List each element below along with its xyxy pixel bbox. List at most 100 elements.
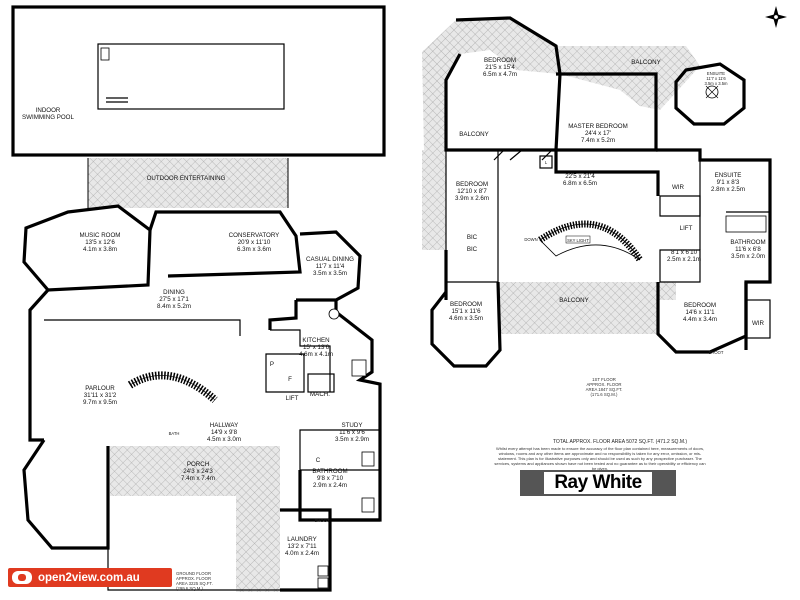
svg-text:24'4 x 17': 24'4 x 17' — [585, 130, 611, 137]
label-shoot-ground: SHOOT — [315, 518, 330, 523]
balcony-south — [498, 282, 658, 334]
svg-text:11'6 x 6'8: 11'6 x 6'8 — [735, 246, 761, 253]
svg-text:14'9 x 9'8: 14'9 x 9'8 — [211, 429, 238, 436]
label-landing-dims: 22'5 x 21'4 — [565, 173, 595, 180]
label-wir-2: WIR — [752, 320, 765, 327]
svg-text:24'3 x 24'3: 24'3 x 24'3 — [183, 468, 213, 475]
outdoor-entertaining-area — [88, 158, 288, 208]
label-hallway: HALLWAY — [210, 422, 238, 429]
svg-text:3.5m x 2.0m: 3.5m x 2.0m — [731, 253, 765, 260]
ground-floor-area-note: GROUND FLOOR APPROX. FLOOR AREA 3225 SQ.… — [176, 571, 213, 591]
svg-text:14'6 x 11'1: 14'6 x 11'1 — [685, 309, 715, 316]
label-c: C — [316, 457, 321, 464]
label-dining: DINING — [163, 289, 185, 296]
label-balcony-north: BALCONY — [631, 59, 661, 66]
balcony-nw — [422, 18, 560, 150]
svg-text:4.6m x 3.5m: 4.6m x 3.5m — [449, 315, 483, 322]
svg-text:4.4m x 3.4m: 4.4m x 3.4m — [683, 316, 717, 323]
label-bedroom-1: BEDROOM — [484, 57, 516, 64]
label-balcony-west: BALCONY — [459, 131, 489, 138]
disclaimer-text: Whilst every attempt has been made to en… — [494, 446, 706, 471]
svg-text:11'7 x 11'4: 11'7 x 11'4 — [316, 263, 345, 270]
balcony-north — [556, 46, 700, 110]
label-music-room: MUSIC ROOM — [80, 232, 121, 239]
svg-text:15' x 13'6: 15' x 13'6 — [303, 344, 330, 351]
label-f: F — [288, 376, 292, 383]
label-ensuite: ENSUITE — [715, 172, 742, 179]
label-bedroom-sw: BEDROOM — [450, 301, 482, 308]
label-p: P — [270, 361, 274, 368]
label-balcony-south: BALCONY — [559, 297, 589, 304]
label-skylight: SKY LIGHT — [567, 238, 589, 243]
label-wir-1: WIR — [672, 184, 685, 191]
svg-text:13'2 x 7'11: 13'2 x 7'11 — [287, 543, 317, 550]
ensuite-top-walls — [674, 62, 746, 126]
open2view-logo[interactable]: open2view.com.au — [8, 568, 172, 587]
svg-text:3.5m x 3.5m: 3.5m x 3.5m — [704, 81, 728, 86]
label-kitchen: KITCHEN — [302, 337, 329, 344]
label-l: L — [545, 160, 548, 165]
label-ensuite-top: ENSUITE — [707, 71, 725, 76]
label-casual-dining: CASUAL DINING — [306, 256, 354, 263]
label-mach: MACH. — [310, 391, 330, 398]
svg-text:7.4m x 5.2m: 7.4m x 5.2m — [581, 137, 615, 144]
label-bathroom-first: BATHROOM — [730, 239, 765, 246]
label-study: STUDY — [342, 422, 363, 429]
svg-text:6.5m x 4.7m: 6.5m x 4.7m — [483, 71, 517, 78]
label-bic-1: BIC — [467, 234, 478, 241]
label-pool-line1: INDOOR — [36, 107, 61, 114]
label-bathroom: BATHROOM — [312, 468, 347, 475]
svg-text:3.5m x 3.5m: 3.5m x 3.5m — [313, 270, 347, 277]
label-porch: PORCH — [187, 461, 209, 468]
label-pool-line2: SWIMMING POOL — [22, 114, 74, 121]
label-master-bedroom: MASTER BEDROOM — [568, 123, 627, 130]
porch-area — [110, 446, 280, 496]
open2view-url: open2view.com.au — [38, 571, 140, 584]
svg-text:13'5 x 12'6: 13'5 x 12'6 — [85, 239, 115, 246]
pool-building — [11, 5, 386, 157]
ray-white-logo: Ray White — [520, 470, 676, 496]
svg-text:31'11 x 31'2: 31'11 x 31'2 — [84, 392, 117, 399]
svg-text:12'10 x 8'7: 12'10 x 8'7 — [457, 188, 487, 195]
music-room-walls — [22, 204, 152, 292]
label-lift-dims: 8'1 x 6'10 — [671, 249, 698, 256]
svg-text:27'5 x 17'1: 27'5 x 17'1 — [159, 296, 189, 303]
svg-text:4.0m x 2.4m: 4.0m x 2.4m — [285, 550, 319, 557]
compass-rose-icon — [765, 6, 787, 28]
bedroom-sw-walls — [430, 281, 502, 368]
svg-text:15'1 x 11'6: 15'1 x 11'6 — [451, 308, 481, 315]
svg-text:2.9m x 2.4m: 2.9m x 2.4m — [313, 482, 347, 489]
bedroom-top-walls — [444, 16, 562, 152]
svg-text:4.1m x 3.8m: 4.1m x 3.8m — [83, 246, 117, 253]
svg-text:6.8m x 6.5m: 6.8m x 6.5m — [563, 180, 597, 187]
label-bic-2: BIC — [467, 246, 478, 253]
svg-text:3.5m x 2.9m: 3.5m x 2.9m — [335, 436, 369, 443]
svg-text:2.5m x 2.1m: 2.5m x 2.1m — [667, 256, 701, 263]
open2view-logo-icon — [12, 571, 32, 584]
svg-text:6.3m x 3.6m: 6.3m x 3.6m — [237, 246, 271, 253]
label-bedroom-2: BEDROOM — [456, 181, 488, 188]
svg-text:2.8m x 2.5m: 2.8m x 2.5m — [711, 186, 745, 193]
total-area: TOTAL APPROX. FLOOR AREA 5072 SQ.FT. (47… — [552, 439, 688, 445]
conservatory-walls — [148, 210, 302, 278]
label-outdoor: OUTDOOR ENTERTAINING — [147, 175, 226, 182]
first-floor-area-note: 1ST FLOOR APPROX. FLOOR AREA 1847 SQ.FT.… — [585, 377, 623, 397]
label-shoot-first: SHOOT — [709, 350, 724, 355]
label-lift-first: LIFT — [680, 225, 693, 232]
svg-text:8.4m x 5.2m: 8.4m x 5.2m — [157, 303, 191, 310]
svg-text:21'5 x 15'4: 21'5 x 15'4 — [485, 64, 515, 71]
svg-text:11'6 x 9'6: 11'6 x 9'6 — [339, 429, 365, 436]
parlour-bay-walls — [22, 439, 110, 550]
svg-text:7.4m x 7.4m: 7.4m x 7.4m — [181, 475, 215, 482]
svg-text:11'7 x 11'6: 11'7 x 11'6 — [706, 76, 726, 81]
svg-text:4.5m x 3.0m: 4.5m x 3.0m — [207, 436, 241, 443]
label-laundry: LAUNDRY — [287, 536, 316, 543]
svg-text:9'1 x 8'3: 9'1 x 8'3 — [717, 179, 740, 186]
svg-text:20'9 x 11'10: 20'9 x 11'10 — [238, 239, 271, 246]
label-conservatory: CONSERVATORY — [229, 232, 280, 239]
svg-text:4.6m x 4.1m: 4.6m x 4.1m — [299, 351, 333, 358]
label-parlour: PARLOUR — [85, 385, 115, 392]
ray-white-wordmark: Ray White — [544, 472, 652, 494]
